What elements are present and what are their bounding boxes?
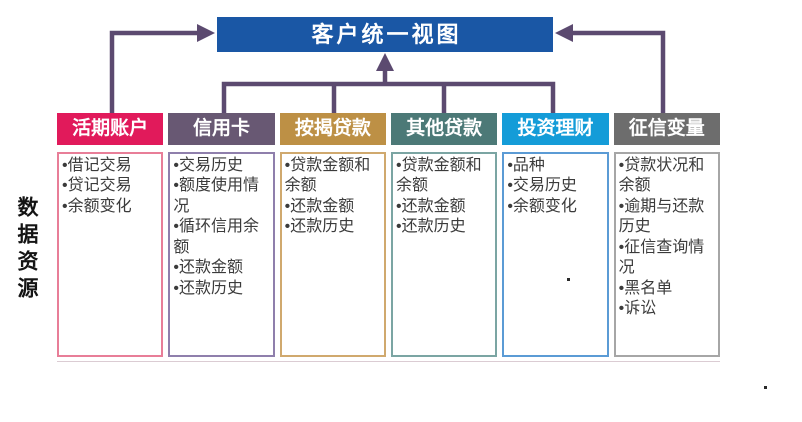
column-body: 贷款状况和余额 逾期与还款历史 征信查询情况 黑名单 诉讼 xyxy=(613,152,720,357)
stray-dot xyxy=(567,278,570,281)
column-body: 贷款金额和余额 还款金额 还款历史 xyxy=(279,152,386,357)
list-item: 贷款状况和余额 xyxy=(619,156,717,197)
list-item: 交易历史 xyxy=(507,176,605,196)
side-label: 数据资源 xyxy=(15,196,38,304)
title-box: 客户统一视图 xyxy=(217,17,553,52)
list-item: 余额变化 xyxy=(62,197,160,217)
list-item: 循环信用余额 xyxy=(173,217,271,258)
list-item: 还款历史 xyxy=(396,217,494,237)
column-other-loans: 其他贷款 贷款金额和余额 还款金额 还款历史 xyxy=(390,113,498,357)
list-item: 贷款金额和余额 xyxy=(396,156,494,197)
arrow-right-head xyxy=(555,24,573,42)
list-item: 余额变化 xyxy=(507,197,605,217)
list-item: 额度使用情况 xyxy=(173,176,271,217)
list-item: 还款历史 xyxy=(173,279,271,299)
arrow-right-path xyxy=(572,30,666,114)
list-item: 黑名单 xyxy=(619,279,717,299)
list-item: 借记交易 xyxy=(62,156,160,176)
middle-bus-arrow-head xyxy=(376,53,394,71)
list-item: 品种 xyxy=(507,156,605,176)
list-item: 还款金额 xyxy=(173,258,271,278)
column-header: 信用卡 xyxy=(168,113,275,145)
column-body: 品种 交易历史 余额变化 xyxy=(502,152,609,357)
list-item: 逾期与还款历史 xyxy=(619,197,717,238)
middle-bus-path xyxy=(221,67,556,114)
list-item: 还款金额 xyxy=(396,197,494,217)
list-item: 还款金额 xyxy=(285,197,383,217)
column-header: 其他贷款 xyxy=(390,113,498,145)
column-body: 交易历史 额度使用情况 循环信用余额 还款金额 还款历史 xyxy=(168,152,275,357)
column-investment: 投资理财 品种 交易历史 余额变化 xyxy=(502,113,609,357)
column-header: 按揭贷款 xyxy=(279,113,386,145)
column-credit-variables: 征信变量 贷款状况和余额 逾期与还款历史 征信查询情况 黑名单 诉讼 xyxy=(613,113,720,357)
arrow-left-head xyxy=(197,24,215,42)
page-title: 客户统一视图 xyxy=(311,21,462,47)
baseline-rule xyxy=(57,361,720,362)
list-item: 还款历史 xyxy=(285,217,383,237)
arrow-left-path xyxy=(109,30,198,114)
column-mortgage-loan: 按揭贷款 贷款金额和余额 还款金额 还款历史 xyxy=(279,113,386,357)
column-body: 贷款金额和余额 还款金额 还款历史 xyxy=(390,152,498,357)
column-credit-card: 信用卡 交易历史 额度使用情况 循环信用余额 还款金额 还款历史 xyxy=(168,113,275,357)
column-current-account: 活期账户 借记交易 贷记交易 余额变化 xyxy=(57,113,164,357)
list-item: 交易历史 xyxy=(173,156,271,176)
column-header: 投资理财 xyxy=(502,113,609,145)
stray-dot xyxy=(764,386,767,389)
list-item: 贷款金额和余额 xyxy=(285,156,383,197)
columns-row: 活期账户 借记交易 贷记交易 余额变化 信用卡 交易历史 额度使用情况 循环信用… xyxy=(57,113,720,357)
list-item: 贷记交易 xyxy=(62,176,160,196)
column-header: 征信变量 xyxy=(613,113,720,145)
list-item: 诉讼 xyxy=(619,299,717,319)
column-body: 借记交易 贷记交易 余额变化 xyxy=(57,152,164,357)
list-item: 征信查询情况 xyxy=(619,238,717,279)
column-header: 活期账户 xyxy=(57,113,164,145)
